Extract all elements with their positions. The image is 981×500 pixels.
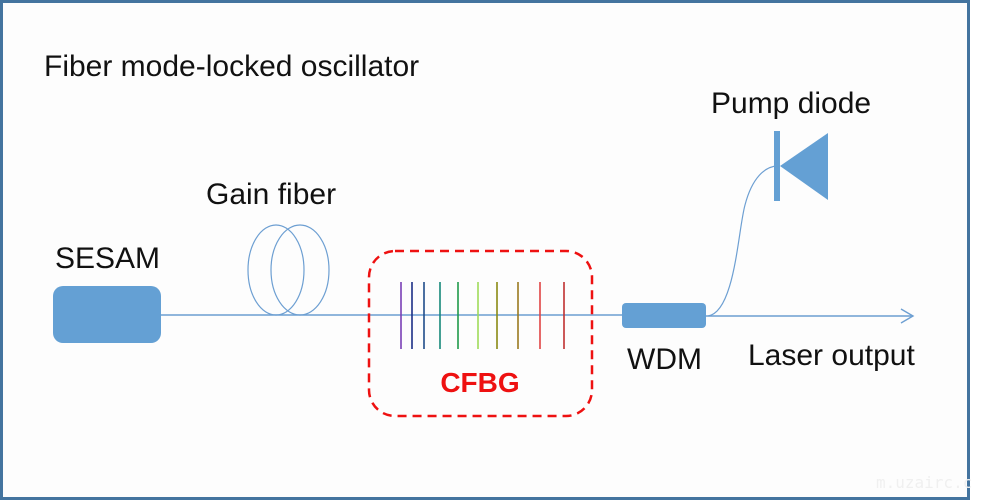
pump-diode-icon [774, 131, 828, 201]
gain-fiber-coil-loop [270, 224, 330, 316]
gain-fiber-label: Gain fiber [206, 178, 336, 211]
laser-output-label: Laser output [748, 339, 915, 372]
cfbg-grating-lines [400, 282, 565, 349]
diode-cathode-bar [774, 131, 780, 201]
cfbg-boundary [367, 249, 594, 418]
output-arrow-icon [900, 308, 915, 324]
wdm-label: WDM [627, 343, 702, 376]
pump-diode-label: Pump diode [711, 87, 871, 120]
watermark-text: m.uzairc.c [876, 473, 972, 492]
sesam-label: SESAM [55, 242, 160, 275]
diode-triangle [780, 133, 828, 200]
wdm-component [622, 303, 706, 328]
pump-fiber-line [707, 165, 779, 317]
sesam-component [53, 286, 161, 343]
gain-fiber-coil-loop [247, 224, 305, 316]
diagram-title: Fiber mode-locked oscillator [44, 50, 419, 83]
cfbg-label: CFBG [440, 367, 519, 398]
